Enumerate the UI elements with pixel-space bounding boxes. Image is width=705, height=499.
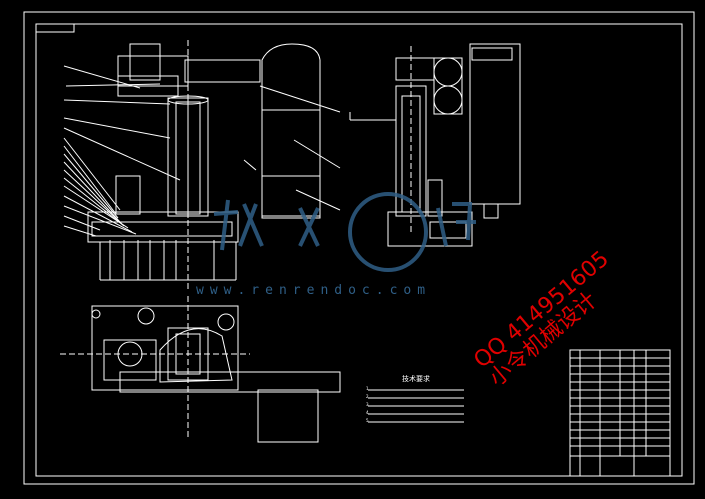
corner-label-box xyxy=(35,23,75,33)
watermark-url: www.renrendoc.com xyxy=(196,283,432,298)
tech-notes-lines xyxy=(368,389,464,423)
outer-frame xyxy=(23,11,695,485)
tech-note-item: 5. xyxy=(366,418,370,423)
tech-note-item: 1. xyxy=(366,386,370,391)
tech-notes-title: 技术要求 xyxy=(402,375,430,383)
tech-notes-list: 1. 2. 3. 4. 5. xyxy=(366,385,370,425)
top-view xyxy=(60,296,341,443)
watermark-logo xyxy=(213,192,476,272)
tech-note-item: 2. xyxy=(366,394,370,399)
side-view xyxy=(349,43,521,247)
inner-frame xyxy=(35,23,683,477)
tech-note-item: 3. xyxy=(366,402,370,407)
front-view xyxy=(63,40,341,290)
tech-note-item: 4. xyxy=(366,410,370,415)
title-block xyxy=(569,349,671,477)
